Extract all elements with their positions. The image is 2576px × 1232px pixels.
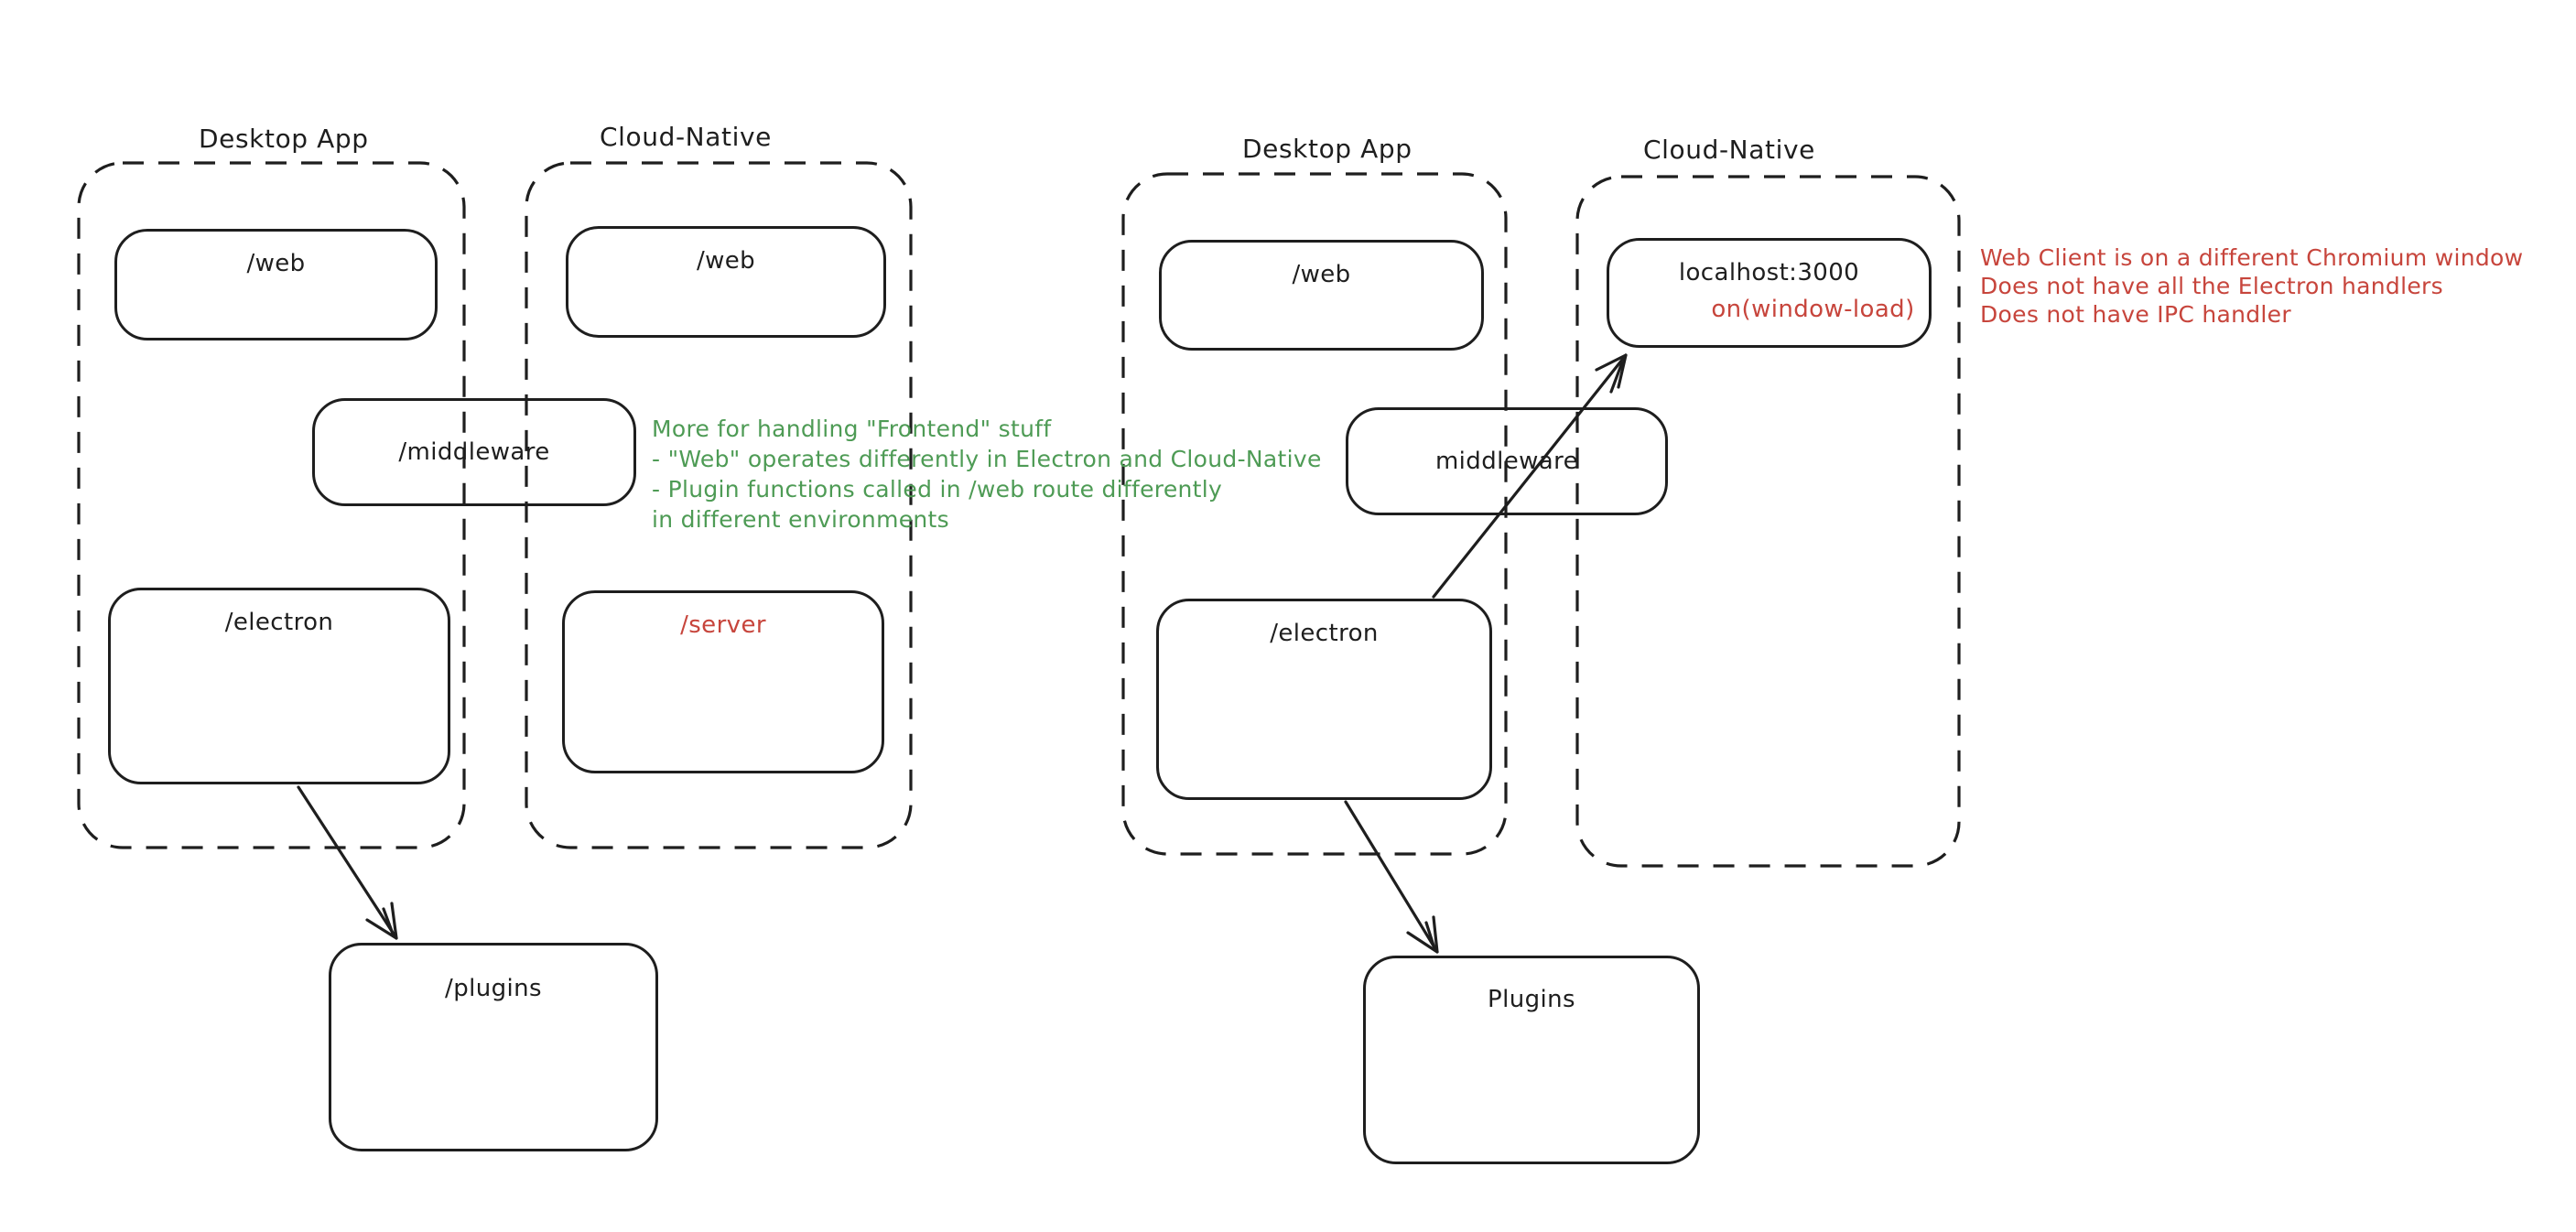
left-cloud-native-title: Cloud-Native	[600, 122, 772, 152]
left-electron-label: /electron	[224, 609, 334, 636]
left-electron-box: /electron	[108, 588, 450, 784]
green-annotation-line: More for handling "Frontend" stuff	[652, 416, 1052, 442]
left-web-desktop-box: /web	[114, 229, 438, 340]
left-middleware-label: /middleware	[398, 438, 550, 466]
right-electron-box: /electron	[1156, 599, 1492, 800]
right-localhost-box: localhost:3000 on(window-load)	[1607, 238, 1932, 348]
right-middleware-box: middleware	[1346, 407, 1668, 515]
red-annotation: Web Client is on a different Chromium wi…	[1980, 243, 2523, 329]
right-electron-label: /electron	[1270, 620, 1379, 647]
right-localhost-label: localhost:3000	[1678, 259, 1860, 286]
right-desktop-app-title: Desktop App	[1242, 134, 1412, 164]
arrow-right-electron-to-plugins	[1344, 800, 1439, 954]
right-on-window-load-label: on(window-load)	[1711, 296, 1915, 323]
left-web-cloud-label: /web	[696, 247, 756, 275]
left-middleware-box: /middleware	[312, 398, 636, 506]
left-plugins-label: /plugins	[445, 975, 542, 1002]
red-annotation-line: Does not have all the Electron handlers	[1980, 273, 2443, 299]
red-annotation-line: Does not have IPC handler	[1980, 301, 2291, 328]
left-web-desktop-label: /web	[246, 250, 306, 277]
right-web-desktop-label: /web	[1292, 261, 1351, 288]
right-middleware-label: middleware	[1434, 448, 1579, 475]
right-plugins-box: Plugins	[1363, 956, 1700, 1164]
red-annotation-line: Web Client is on a different Chromium wi…	[1980, 244, 2524, 271]
left-server-box: /server	[562, 590, 884, 773]
right-web-desktop-box: /web	[1159, 240, 1484, 351]
left-desktop-app-title: Desktop App	[199, 124, 369, 154]
green-annotation-line: in different environments	[652, 506, 949, 533]
left-plugins-box: /plugins	[329, 943, 658, 1151]
right-cloud-native-title: Cloud-Native	[1643, 135, 1815, 165]
left-server-label: /server	[680, 611, 766, 639]
green-annotation: More for handling "Frontend" stuff - "We…	[652, 414, 1322, 535]
left-web-cloud-box: /web	[566, 226, 886, 338]
green-annotation-line: - "Web" operates differently in Electron…	[652, 446, 1322, 472]
arrow-left-electron-to-plugins	[297, 785, 398, 940]
right-plugins-label: Plugins	[1488, 986, 1575, 1013]
green-annotation-line: - Plugin functions called in /web route …	[652, 476, 1223, 503]
